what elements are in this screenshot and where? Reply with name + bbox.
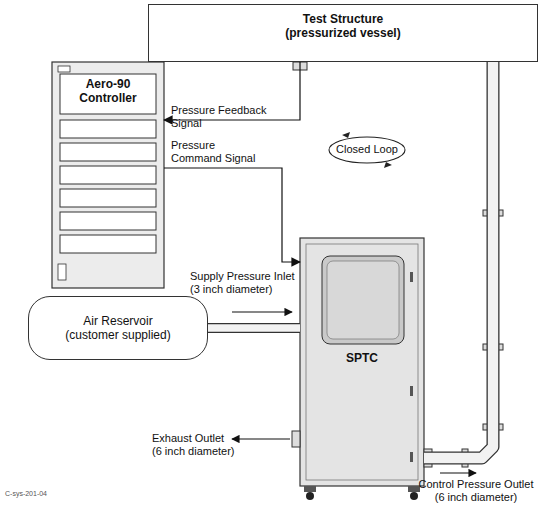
sptc-cabinet	[292, 238, 432, 500]
text-line: (customer supplied)	[65, 328, 170, 342]
vessel-box: Test Structure(pressurized vessel)	[148, 4, 538, 62]
text-line: Command Signal	[171, 152, 277, 165]
outlet-label: Exhaust Outlet (6 inch diameter)	[152, 432, 252, 458]
node-title: Test Structure	[303, 12, 383, 26]
text-line: (3 inch diameter)	[190, 283, 298, 296]
sptc-box: SPTC	[300, 238, 424, 486]
flow-arrow	[232, 438, 290, 439]
node-title: Aero-90 Controller	[79, 77, 136, 106]
text-line: Controller	[79, 91, 136, 105]
edge-label: Supply Pressure Inlet (3 inch diameter)	[190, 270, 298, 296]
controller-box: Aero-90 Controller	[52, 62, 164, 288]
text-line: Air Reservoir	[65, 314, 170, 328]
drawing-number: C-sys-201-04	[5, 490, 65, 498]
text-line: (6 inch diameter)	[152, 445, 252, 458]
loop-ellipse: Closed Loop	[328, 136, 406, 164]
text-line: Control Pressure Outlet	[412, 478, 540, 491]
edge-label: Pressure Command Signal	[171, 139, 277, 165]
edge-label: Pressure Feedback Signal	[171, 104, 293, 130]
node-title: Air Reservoir (customer supplied)	[65, 314, 170, 343]
text-line: Aero-90	[79, 77, 136, 91]
node-subtitle: (pressurized vessel)	[285, 26, 400, 40]
node-title: Closed Loop	[336, 143, 398, 156]
text-line: Exhaust Outlet	[152, 432, 252, 445]
text-line: Pressure	[171, 139, 277, 152]
node-title: SPTC	[346, 351, 378, 365]
signal-connector	[164, 168, 300, 262]
reservoir-box: Air Reservoir (customer supplied)	[28, 296, 208, 360]
edge-label: Control Pressure Outlet (6 inch diameter…	[412, 478, 540, 504]
flow-arrow	[440, 472, 476, 473]
pipe-connector	[424, 62, 493, 458]
pipe-connector	[208, 328, 300, 329]
text-line: Supply Pressure Inlet	[190, 270, 298, 283]
text-line: (6 inch diameter)	[412, 491, 540, 504]
controller-rack	[52, 62, 164, 288]
flow-arrow	[232, 311, 292, 312]
